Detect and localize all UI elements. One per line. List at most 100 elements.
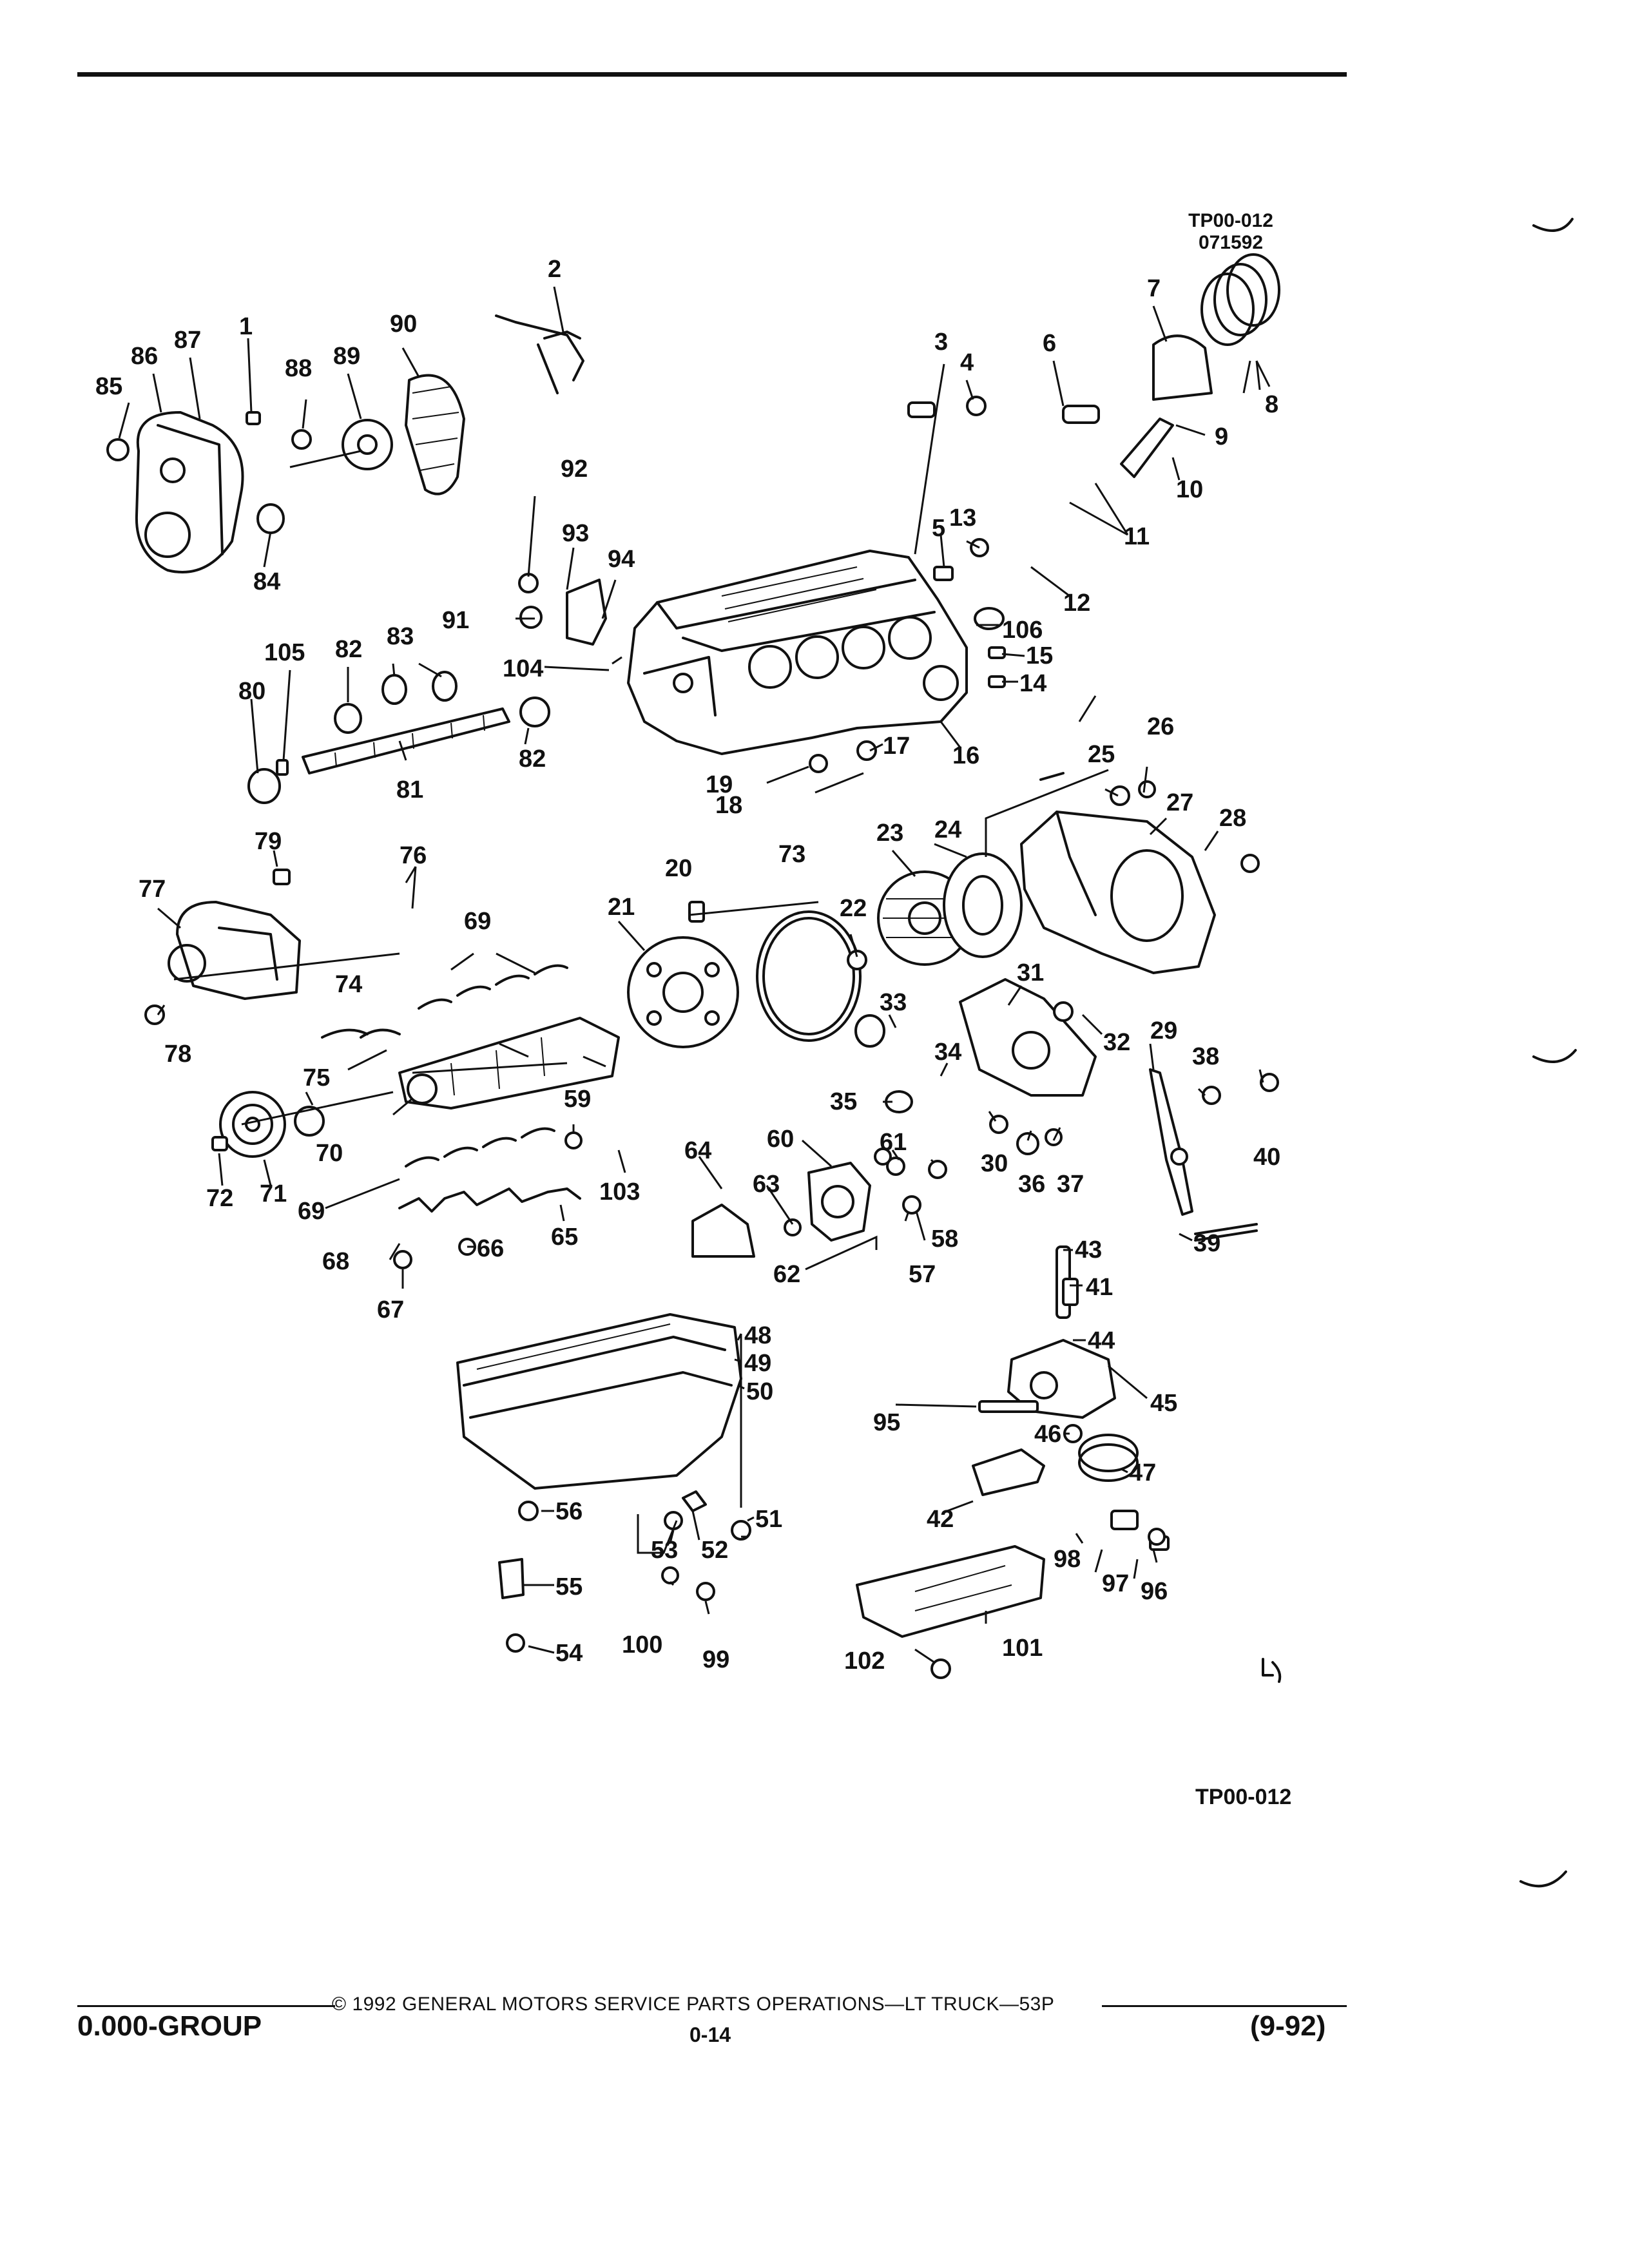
callout-64: 64	[684, 1137, 711, 1164]
callout-83: 83	[387, 623, 414, 650]
callout-24: 24	[934, 816, 961, 843]
clutch-fork-drawing	[1149, 1068, 1193, 1216]
heat-shield-drawing	[972, 1448, 1045, 1496]
callout-103: 103	[599, 1178, 640, 1206]
callout-10: 10	[1176, 476, 1203, 503]
callout-60: 60	[767, 1126, 794, 1153]
camshaft-drawing	[302, 707, 510, 774]
callout-19: 19	[706, 771, 733, 798]
callout-6: 6	[1043, 330, 1056, 357]
callout-80: 80	[238, 678, 265, 705]
callout-46: 46	[1034, 1421, 1061, 1448]
callout-39: 39	[1193, 1230, 1220, 1257]
callout-54: 54	[555, 1640, 583, 1667]
drawing-code: TP00-012	[1188, 210, 1273, 231]
callout-26: 26	[1147, 713, 1174, 740]
callout-44: 44	[1088, 1327, 1115, 1354]
callout-57: 57	[909, 1261, 936, 1288]
callout-55: 55	[555, 1573, 583, 1600]
callout-63: 63	[753, 1171, 780, 1198]
callout-37: 37	[1057, 1171, 1084, 1198]
callout-93: 93	[562, 520, 589, 547]
callout-92: 92	[561, 456, 588, 483]
callout-41: 41	[1086, 1274, 1113, 1301]
page-number: 0-14	[689, 2023, 731, 2046]
valve-lifter-bracket-drawing	[566, 579, 607, 646]
callout-71: 71	[260, 1180, 287, 1207]
callout-91: 91	[442, 607, 469, 634]
callout-38: 38	[1192, 1043, 1219, 1070]
callout-2: 2	[548, 256, 561, 283]
top-rule	[77, 72, 1347, 77]
callout-22: 22	[840, 895, 867, 922]
timing-chain-drawing	[405, 374, 465, 495]
callout-56: 56	[555, 1498, 583, 1525]
callout-70: 70	[316, 1140, 343, 1167]
callout-45: 45	[1150, 1390, 1177, 1417]
callout-34: 34	[934, 1039, 961, 1066]
footer-rule-left	[77, 2005, 335, 2007]
callout-13: 13	[949, 505, 976, 532]
fasteners-drawing	[106, 396, 1279, 1679]
callout-33: 33	[880, 989, 907, 1016]
callout-73: 73	[778, 841, 805, 868]
valley-cover-drawing	[856, 1545, 1045, 1638]
bell-housing-drawing	[1020, 811, 1216, 974]
callout-5: 5	[932, 515, 945, 542]
small-hardware-drawings	[211, 401, 1258, 1551]
callout-4: 4	[960, 349, 974, 376]
timing-cover-drawing	[135, 411, 244, 573]
callout-90: 90	[390, 311, 417, 338]
callout-104: 104	[503, 655, 543, 682]
callout-25: 25	[1088, 741, 1115, 768]
footer-rule-right	[1102, 2005, 1347, 2007]
callout-50: 50	[746, 1378, 773, 1405]
revision-date: (9-92)	[1250, 2010, 1326, 2042]
callout-3: 3	[934, 329, 948, 356]
callout-106: 106	[1002, 617, 1043, 644]
callout-78: 78	[164, 1041, 191, 1068]
pressure-plate-drawing	[943, 852, 1023, 958]
crankshaft-drawing	[398, 1017, 620, 1110]
callout-79: 79	[255, 828, 282, 855]
callout-59: 59	[564, 1086, 591, 1113]
engine-block-drawing	[627, 550, 968, 755]
callout-9: 9	[1215, 423, 1228, 450]
callout-82: 82	[519, 745, 546, 773]
callout-77: 77	[139, 876, 166, 903]
callout-96: 96	[1141, 1578, 1168, 1605]
rear-seal-retainer-drawing	[807, 1162, 871, 1242]
callout-30: 30	[981, 1150, 1008, 1177]
callout-43: 43	[1075, 1236, 1102, 1264]
callout-98: 98	[1054, 1546, 1081, 1573]
callout-17: 17	[883, 733, 910, 760]
callout-68: 68	[322, 1248, 349, 1275]
part-drawings	[106, 218, 1577, 1888]
callout-95: 95	[873, 1409, 900, 1436]
ring-gear-drawing	[756, 910, 862, 1042]
callout-29: 29	[1150, 1017, 1177, 1044]
callout-97: 97	[1102, 1570, 1129, 1597]
callout-82: 82	[335, 636, 362, 663]
callout-105: 105	[264, 639, 305, 666]
callout-65: 65	[551, 1224, 578, 1251]
callout-84: 84	[253, 568, 280, 595]
callout-58: 58	[931, 1225, 958, 1253]
margin-hook-marks	[1262, 218, 1577, 1888]
callout-94: 94	[608, 546, 635, 573]
callout-14: 14	[1019, 670, 1046, 697]
callout-61: 61	[880, 1129, 907, 1156]
callout-74: 74	[335, 971, 362, 998]
callout-100: 100	[622, 1631, 662, 1658]
water-pump-drawing	[168, 901, 301, 1000]
group-label: 0.000-GROUP	[77, 2010, 262, 2042]
callout-53: 53	[651, 1537, 678, 1564]
callout-62: 62	[773, 1261, 800, 1288]
callout-49: 49	[744, 1350, 771, 1377]
flywheel-drawing	[627, 936, 739, 1048]
callout-75: 75	[303, 1064, 330, 1091]
callout-27: 27	[1166, 789, 1193, 816]
piston-drawing	[1120, 253, 1280, 478]
callout-12: 12	[1063, 590, 1090, 617]
